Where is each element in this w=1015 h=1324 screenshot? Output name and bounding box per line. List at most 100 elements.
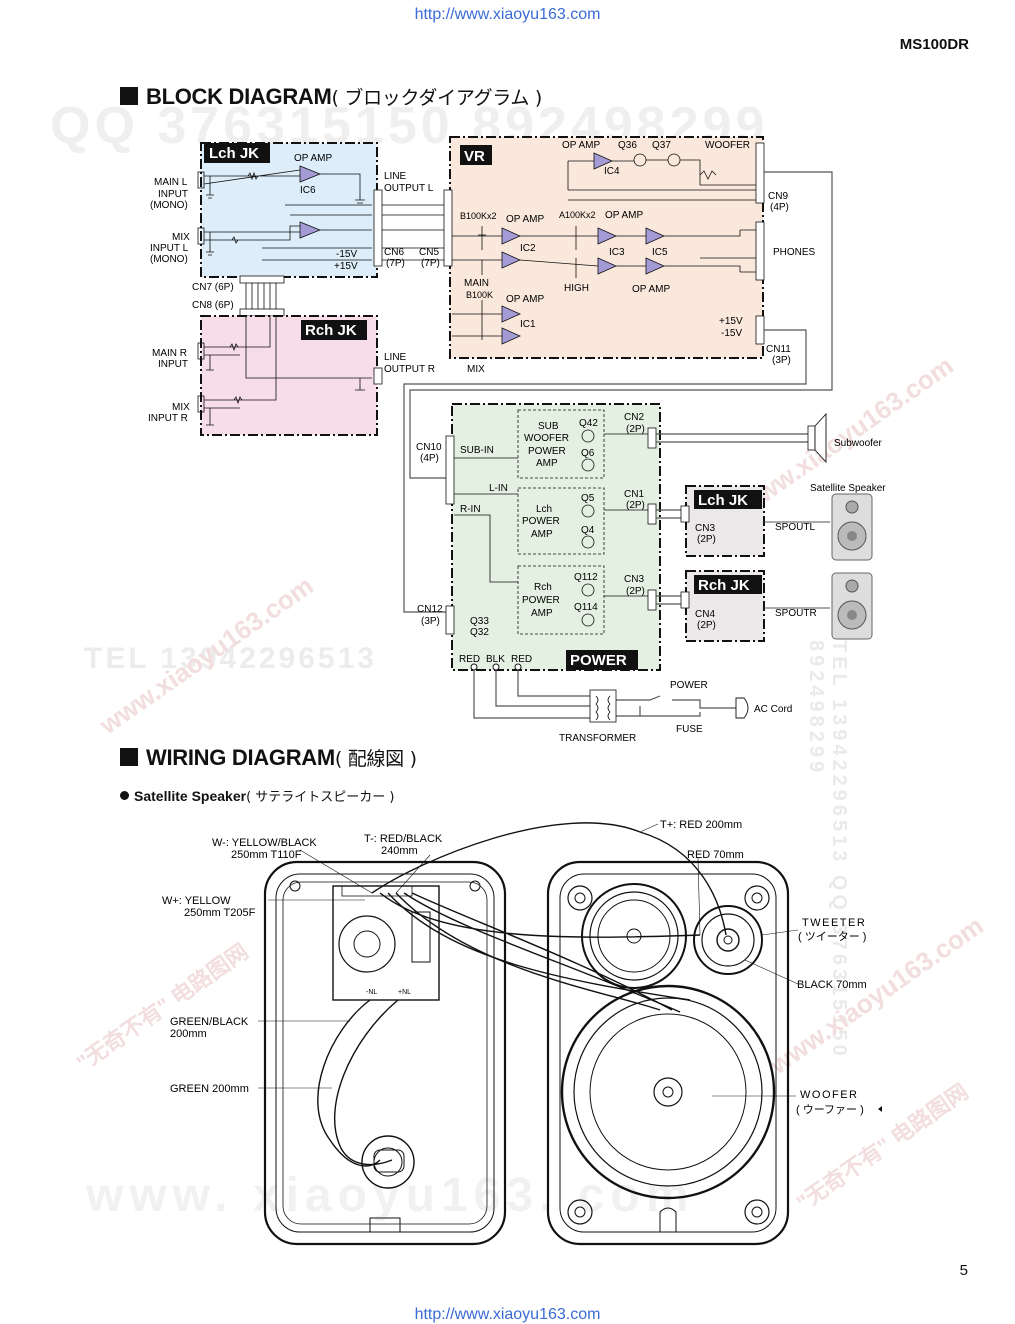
svg-text:MAIN R: MAIN R — [152, 348, 187, 359]
svg-text:OP AMP: OP AMP — [506, 214, 544, 225]
svg-text:LINE: LINE — [384, 171, 407, 182]
svg-text:B100Kx2: B100Kx2 — [460, 211, 497, 221]
url-top[interactable]: http://www.xiaoyu163.com — [414, 6, 601, 23]
svg-text:CN11: CN11 — [766, 344, 791, 355]
green-label: GREEN 200mm — [170, 1083, 249, 1095]
svg-text:CN3: CN3 — [695, 523, 715, 534]
svg-text:IC4: IC4 — [604, 166, 620, 177]
svg-text:POWER: POWER — [570, 652, 627, 669]
tweeter-label: TWEETER — [802, 917, 866, 929]
svg-text:VR: VR — [464, 148, 485, 165]
w-minus-label-2: 250mm T110F — [231, 849, 302, 861]
square-bullet-icon — [120, 87, 138, 105]
svg-text:AC Cord: AC Cord — [754, 704, 792, 715]
svg-text:Q4: Q4 — [581, 525, 595, 536]
block-diagram-heading: BLOCK DIAGRAM( ブロックダイアグラム ) — [120, 83, 542, 110]
svg-text:POWER: POWER — [522, 595, 560, 606]
svg-text:(7P): (7P) — [421, 258, 440, 269]
svg-text:INPUT: INPUT — [158, 189, 188, 200]
svg-text:RED: RED — [511, 654, 532, 665]
svg-text:INPUT R: INPUT R — [148, 413, 188, 424]
svg-text:IC5: IC5 — [652, 247, 668, 258]
svg-text:WOOFER: WOOFER — [705, 140, 750, 151]
bullet-dot-icon — [120, 791, 129, 800]
svg-text:Rch: Rch — [534, 582, 552, 593]
satellite-speaker-icon — [831, 572, 873, 640]
svg-text:MAIN L: MAIN L — [154, 177, 188, 188]
svg-text:MIX: MIX — [172, 232, 190, 243]
w-minus-label: W-: YELLOW/BLACK — [212, 837, 317, 849]
svg-text:CN10: CN10 — [416, 442, 442, 453]
satellite-speaker-subheading: Satellite Speaker( サテライトスピーカー ) — [120, 786, 394, 805]
svg-text:SPOUTR: SPOUTR — [775, 608, 817, 619]
satellite-speaker-icon — [831, 493, 873, 561]
svg-text:FUSE: FUSE — [676, 724, 703, 735]
speaker-wires — [317, 822, 727, 1167]
svg-text:Subwoofer: Subwoofer — [834, 438, 882, 449]
outputs: Subwoofer Satellite Speaker Lch JK CN3 (… — [656, 412, 886, 642]
page-number: 5 — [959, 1262, 968, 1279]
t-minus-label-2: 240mm — [381, 845, 418, 857]
svg-text:POWER: POWER — [522, 516, 560, 527]
svg-text:IC3: IC3 — [609, 247, 625, 258]
svg-text:(4P): (4P) — [420, 453, 439, 464]
svg-text:-15V: -15V — [721, 328, 742, 339]
cn7-label: CN7 (6P) — [192, 282, 234, 293]
vr-board: VR CN5 (7P) OP AMP Q36 Q37 WOOFER IC4 CN… — [382, 136, 816, 375]
svg-text:LINE: LINE — [384, 352, 407, 363]
pcb-nl-label: -NL — [366, 989, 377, 996]
speaker-cabinet-rear — [263, 860, 507, 1246]
rch-jk-board: Rch JK MAIN R INPUT MIX INPUT R LINE OUT… — [148, 315, 435, 436]
svg-text:Q6: Q6 — [581, 448, 595, 459]
svg-text:BLK: BLK — [486, 654, 505, 665]
svg-text:CN12: CN12 — [417, 604, 443, 615]
svg-text:(2P): (2P) — [626, 586, 645, 597]
svg-text:(2P): (2P) — [626, 424, 645, 435]
svg-text:CN4: CN4 — [695, 609, 715, 620]
svg-text:(4P): (4P) — [770, 202, 789, 213]
watermark-www: www. xiaoyu163. com — [86, 1169, 695, 1222]
svg-text:AMP: AMP — [531, 608, 553, 619]
svg-text:Lch JK: Lch JK — [209, 145, 259, 162]
svg-text:SUB: SUB — [538, 421, 559, 432]
woofer-label-jp: ( ウーファー ) — [796, 1103, 864, 1116]
svg-text:HIGH: HIGH — [564, 283, 589, 294]
svg-text:Q32: Q32 — [470, 627, 489, 638]
svg-text:WOOFER: WOOFER — [524, 433, 569, 444]
svg-text:(2P): (2P) — [626, 500, 645, 511]
green-black-label-2: 200mm — [170, 1028, 207, 1040]
svg-text:Lch: Lch — [536, 504, 552, 515]
svg-text:Rch JK: Rch JK — [698, 577, 750, 594]
w-plus-label-2: 250mm T205F — [184, 907, 256, 919]
svg-text:CN1: CN1 — [624, 489, 644, 500]
svg-text:POWER: POWER — [670, 680, 708, 691]
svg-text:(7P): (7P) — [386, 258, 405, 269]
svg-text:(MONO): (MONO) — [150, 200, 188, 211]
svg-text:RED: RED — [459, 654, 480, 665]
url-bottom[interactable]: http://www.xiaoyu163.com — [414, 1306, 601, 1323]
svg-text:INPUT: INPUT — [158, 359, 188, 370]
svg-text:OP AMP: OP AMP — [605, 210, 643, 221]
svg-text:CN6: CN6 — [384, 247, 404, 258]
svg-text:TRANSFORMER: TRANSFORMER — [559, 733, 636, 744]
svg-text:Q114: Q114 — [574, 602, 598, 613]
red70-label: RED 70mm — [687, 849, 744, 861]
svg-text:INPUT L: INPUT L — [150, 243, 189, 254]
svg-text:-15V: -15V — [336, 249, 357, 260]
svg-text:CN3: CN3 — [624, 574, 644, 585]
lch-jk-board: Lch JK OP AMP IC6 MAIN L INPUT (MONO) MI… — [150, 142, 434, 278]
svg-text:OP AMP: OP AMP — [506, 294, 544, 305]
woofer-label: WOOFER — [800, 1089, 859, 1101]
interconnect-cables — [403, 171, 833, 613]
svg-text:+15V: +15V — [334, 261, 358, 272]
mains-section: POWER AC Cord FUSE TRANSFORMER — [470, 663, 792, 744]
svg-text:Q37: Q37 — [652, 140, 671, 151]
w-plus-label: W+: YELLOW — [162, 895, 231, 907]
wiring-diagram-heading: WIRING DIAGRAM( 配線図 ) — [120, 744, 417, 771]
svg-text:CN5: CN5 — [419, 247, 439, 258]
svg-text:Q5: Q5 — [581, 493, 595, 504]
watermark-tel: TEL 13942296513 — [84, 642, 377, 675]
svg-text:MIX: MIX — [467, 364, 485, 375]
